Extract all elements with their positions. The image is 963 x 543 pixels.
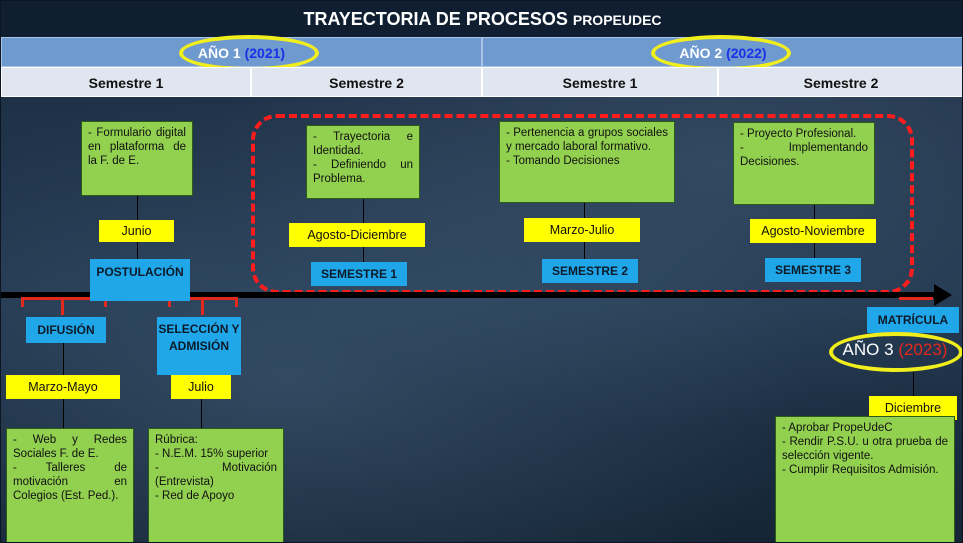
detail-item: - Aprobar PropeUdeC: [782, 422, 893, 434]
detail-item: - Formulario digital en plataforma de la…: [88, 127, 186, 167]
postulacion-period: Junio: [99, 220, 174, 242]
semestre-1-box: SEMESTRE 1: [311, 262, 407, 286]
semestre-3-period: Agosto-Noviembre: [750, 219, 876, 243]
postulacion-details: - Formulario digital en plataforma de la…: [81, 121, 193, 196]
connector: [63, 343, 64, 375]
year-1-highlight: [179, 35, 319, 71]
semester-header-3: Semestre 1: [482, 67, 718, 97]
year-3-highlight: [829, 332, 962, 372]
timeline-arrow-icon: [934, 284, 952, 306]
semestre-3-details: - Proyecto Profesional. - Implementando …: [733, 122, 875, 205]
detail-item: - Red de Apoyo: [155, 490, 235, 502]
bracket-edge: [21, 297, 24, 307]
semestre-1-details: - Trayectoria e Identidad. - Definiendo …: [306, 125, 420, 199]
detail-item: - Definiendo un Problema.: [313, 159, 413, 185]
detail-item: - Web y Redes Sociales F. de E.: [13, 434, 127, 460]
connector: [363, 247, 364, 263]
bracket-edge: [168, 297, 171, 307]
detail-item: - Implementando Decisiones.: [740, 142, 868, 168]
matricula-box: MATRÍCULA: [867, 307, 959, 333]
difusion-period: Marzo-Mayo: [6, 375, 120, 399]
detail-item: - Pertenencia a grupos sociales y mercad…: [506, 127, 668, 153]
connector: [584, 242, 585, 260]
difusion-range-bracket: [21, 297, 107, 300]
bracket-stem: [61, 299, 64, 315]
seleccion-details: Rúbrica: - N.E.M. 15% superior - Motivac…: [148, 428, 284, 542]
connector: [137, 196, 138, 221]
bracket-stem: [201, 299, 204, 315]
detail-item: - Cumplir Requisitos Admisión.: [782, 464, 939, 476]
seleccion-box: SELECCIÓN Y ADMISIÓN: [157, 317, 241, 375]
title-sub: PROPEUDEC: [572, 12, 662, 28]
bracket-edge: [235, 297, 238, 307]
seleccion-range-bracket: [168, 297, 238, 300]
seleccion-period: Julio: [171, 375, 231, 399]
timeline-axis: [1, 292, 936, 298]
detail-item: - Proyecto Profesional.: [740, 128, 857, 140]
semestre-3-box: SEMESTRE 3: [765, 258, 861, 282]
title-bar: TRAYECTORIA DE PROCESOS PROPEUDEC: [1, 1, 962, 37]
difusion-details: - Web y Redes Sociales F. de E. - Taller…: [6, 428, 134, 542]
matricula-details: - Aprobar PropeUdeC - Rendir P.S.U. u ot…: [775, 416, 955, 542]
detail-item: Rúbrica:: [155, 434, 198, 446]
detail-item: - Motivación (Entrevista): [155, 462, 277, 488]
semestre-2-details: - Pertenencia a grupos sociales y mercad…: [499, 121, 675, 203]
difusion-box: DIFUSIÓN: [26, 317, 106, 343]
semester-header-2: Semestre 2: [251, 67, 482, 97]
connector: [363, 199, 364, 223]
semester-header-4: Semestre 2: [718, 67, 962, 97]
matricula-range-bracket: [899, 297, 933, 300]
postulacion-box: POSTULACIÓN: [90, 259, 190, 301]
detail-item: - Rendir P.S.U. u otra prueba de selecci…: [782, 436, 948, 462]
detail-item: - Talleres de motivación en Colegios (Es…: [13, 462, 127, 502]
bracket-edge: [104, 297, 107, 307]
title-main: TRAYECTORIA DE PROCESOS: [303, 9, 568, 29]
detail-item: - Tomando Decisiones: [506, 155, 620, 167]
semestre-2-period: Marzo-Julio: [524, 218, 640, 242]
semestre-2-box: SEMESTRE 2: [542, 259, 638, 283]
connector: [584, 203, 585, 219]
connector: [63, 399, 64, 429]
semestre-1-period: Agosto-Diciembre: [289, 223, 425, 247]
connector: [814, 205, 815, 220]
connector: [137, 242, 138, 260]
semester-header-1: Semestre 1: [1, 67, 251, 97]
detail-item: - N.E.M. 15% superior: [155, 448, 269, 460]
year-2-highlight: [651, 35, 791, 71]
connector: [913, 372, 914, 397]
connector: [814, 243, 815, 259]
connector: [201, 399, 202, 429]
detail-item: - Trayectoria e Identidad.: [313, 131, 413, 157]
